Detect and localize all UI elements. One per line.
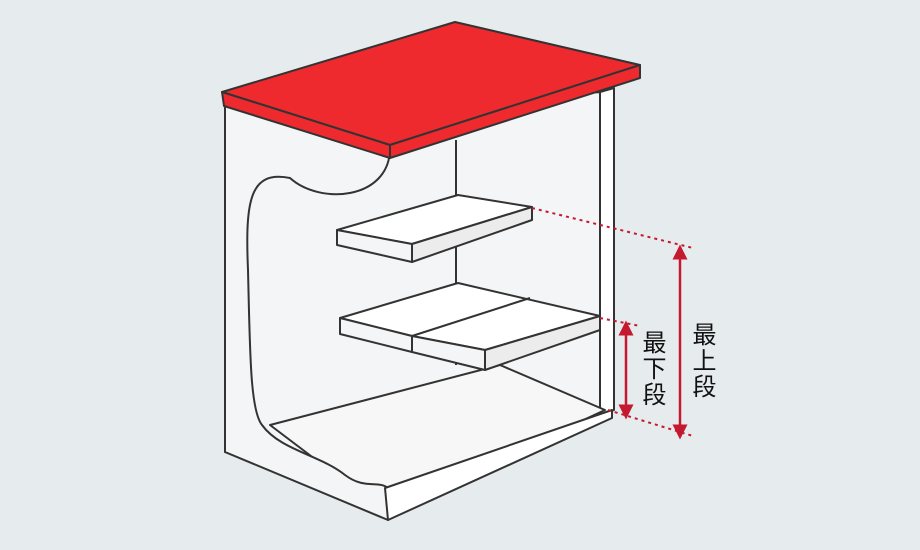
lower-shelf	[339, 282, 601, 371]
label-bottom-shelf: 最下段	[638, 330, 666, 408]
lower-shelf-seam	[411, 297, 531, 337]
upper-shelf-side	[411, 206, 533, 263]
lower-shelf-side	[484, 315, 601, 371]
countertop-side	[389, 64, 641, 159]
cabinet-front-lip	[384, 409, 613, 521]
cabinet-right-panel	[599, 87, 615, 417]
cabinet-left-panel	[224, 99, 391, 521]
upper-shelf	[336, 194, 533, 263]
countertop	[221, 21, 641, 159]
label-top-shelf: 最上段	[688, 322, 716, 400]
dimension-arrows	[618, 244, 688, 440]
